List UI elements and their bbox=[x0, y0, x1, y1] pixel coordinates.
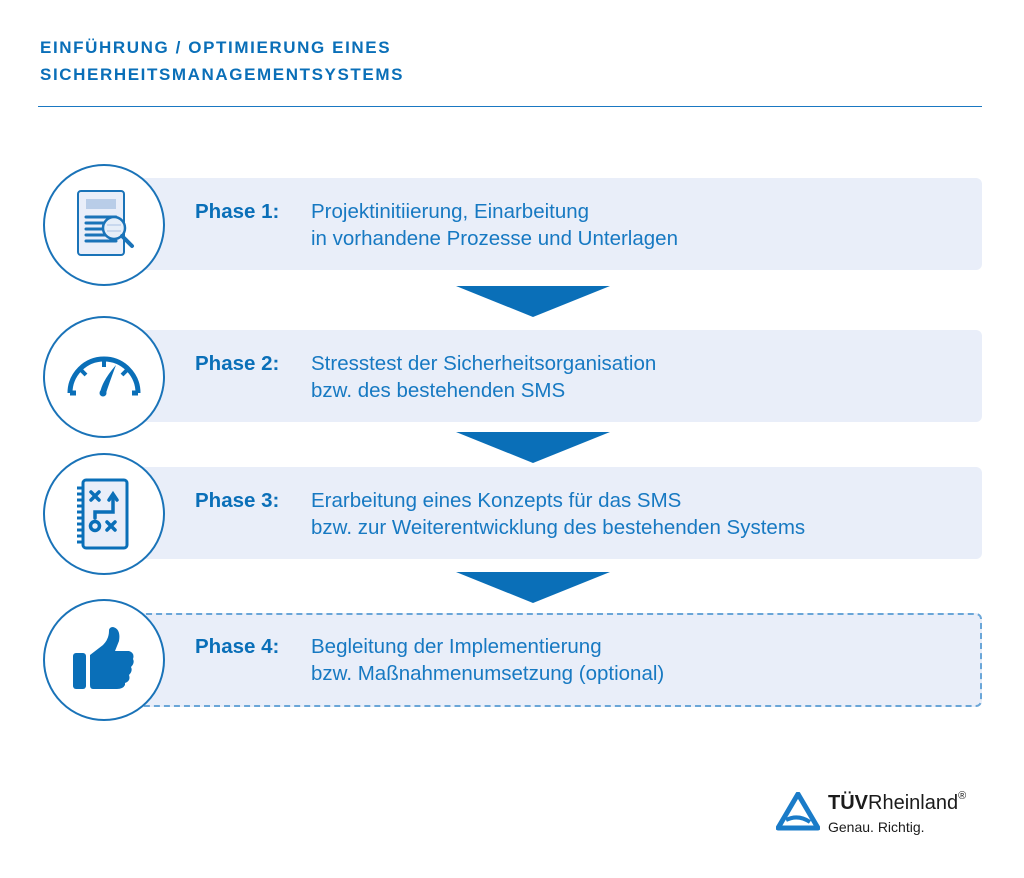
phase-4-label: Phase 4: bbox=[195, 635, 280, 658]
tuv-rheinland-logo: TÜVRheinland® Genau. Richtig. bbox=[776, 788, 996, 844]
phase-2-line-1: Stresstest der Sicherheitsorganisation bbox=[311, 352, 657, 375]
phase-1-line-1: Projektinitiierung, Einarbeitung bbox=[311, 200, 590, 223]
phase-4-description: Begleitung der Implementierung bzw. Maßn… bbox=[311, 633, 664, 687]
phase-4-box: Phase 4: Begleitung der Implementierung … bbox=[120, 613, 982, 707]
phase-1-box: Phase 1: Projektinitiierung, Einarbeitun… bbox=[120, 178, 982, 270]
phase-4-icon-circle bbox=[43, 599, 165, 721]
phase-3-line-1: Erarbeitung eines Konzepts für das SMS bbox=[311, 489, 682, 512]
logo-tagline: Genau. Richtig. bbox=[828, 819, 925, 835]
phase-1-line-2: in vorhandene Prozesse und Unterlagen bbox=[311, 227, 678, 250]
phase-2-icon-circle bbox=[43, 316, 165, 438]
phase-4-line-2: bzw. Maßnahmenumsetzung (optional) bbox=[311, 662, 665, 685]
strategy-notebook-icon bbox=[77, 478, 129, 550]
phase-1-description: Projektinitiierung, Einarbeitung in vorh… bbox=[311, 198, 678, 252]
speedometer-icon bbox=[67, 356, 141, 397]
logo-brand: TÜVRheinland® bbox=[828, 790, 967, 814]
thumbs-up-icon bbox=[73, 627, 134, 689]
phase-4-line-1: Begleitung der Implementierung bbox=[311, 635, 602, 658]
phase-3-label: Phase 3: bbox=[195, 489, 280, 512]
flow-arrow-3 bbox=[456, 572, 610, 603]
phase-3-box: Phase 3: Erarbeitung eines Konzepts für … bbox=[120, 467, 982, 559]
title-line-2: SICHERHEITSMANAGEMENTSYSTEMS bbox=[40, 65, 405, 84]
phase-3-icon-circle bbox=[43, 453, 165, 575]
phase-1-label: Phase 1: bbox=[195, 200, 280, 223]
flow-arrow-2 bbox=[456, 432, 610, 463]
phase-3-line-2: bzw. zur Weiterentwicklung des bestehend… bbox=[311, 516, 806, 539]
title-divider bbox=[38, 106, 982, 107]
phase-2-description: Stresstest der Sicherheitsorganisation b… bbox=[311, 350, 656, 404]
document-magnifier-icon bbox=[77, 190, 134, 256]
phase-1-icon-circle bbox=[43, 164, 165, 286]
tuv-triangle-logo-icon bbox=[776, 792, 820, 831]
phase-2-box: Phase 2: Stresstest der Sicherheitsorgan… bbox=[120, 330, 982, 422]
phase-2-line-2: bzw. des bestehenden SMS bbox=[311, 379, 566, 402]
title-line-1: EINFÜHRUNG / OPTIMIERUNG EINES bbox=[40, 38, 392, 57]
phase-2-label: Phase 2: bbox=[195, 352, 280, 375]
page-title: EINFÜHRUNG / OPTIMIERUNG EINES SICHERHEI… bbox=[40, 34, 404, 88]
flow-arrow-1 bbox=[456, 286, 610, 317]
phase-3-description: Erarbeitung eines Konzepts für das SMS b… bbox=[311, 487, 805, 541]
